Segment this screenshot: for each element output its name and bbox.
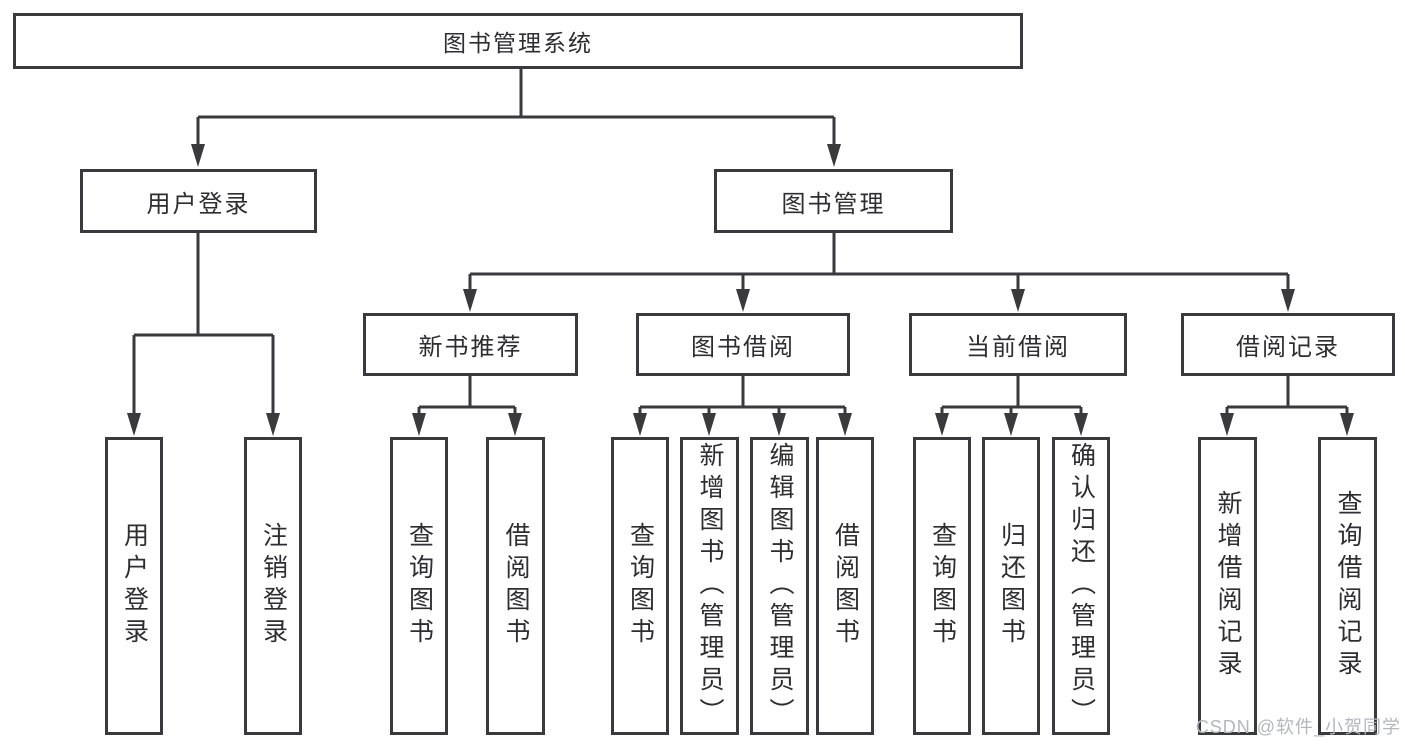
node-book-borrow: 图书借阅: [636, 313, 850, 376]
node-borrow-record-label: 借阅记录: [1236, 334, 1340, 361]
node-book-mgmt: 图书管理: [714, 169, 953, 233]
connector-currentborrow-to-leaves: [935, 376, 1088, 436]
leaf-cb-return-books-label: 归还图书: [997, 522, 1026, 650]
leaf-cb-query-books-label: 查询图书: [928, 522, 957, 650]
csdn-watermark: CSDN @软件_小贺同学: [1195, 717, 1401, 737]
leaf-rec-query-books-label: 查询图书: [405, 522, 434, 650]
leaf-bb-borrow-books: 借阅图书: [816, 437, 874, 735]
leaf-bb-edit-books: 编辑图书（管理员）: [750, 437, 809, 735]
node-new-book-rec: 新书推荐: [363, 313, 578, 376]
leaf-bb-add-books: 新增图书（管理员）: [680, 437, 739, 735]
leaf-bb-query-books-label: 查询图书: [626, 522, 655, 650]
leaf-br-add-record: 新增借阅记录: [1198, 437, 1257, 735]
leaf-user-login: 用户登录: [105, 437, 163, 735]
node-user-login: 用户登录: [80, 169, 317, 233]
leaf-br-query-record-label: 查询借阅记录: [1334, 490, 1362, 682]
node-book-borrow-label: 图书借阅: [691, 334, 795, 361]
leaf-bb-add-books-label: 新增图书（管理员）: [696, 442, 724, 730]
leaf-cb-confirm-return-label: 确认归还（管理员）: [1067, 442, 1096, 730]
leaf-bb-borrow-books-label: 借阅图书: [831, 522, 860, 650]
leaf-cb-confirm-return: 确认归还（管理员）: [1052, 437, 1110, 735]
connector-borrowrecord-to-leaves: [1220, 376, 1354, 436]
connector-newbookrec-to-leaves: [412, 376, 522, 436]
leaf-cb-return-books: 归还图书: [982, 437, 1040, 735]
leaf-logout-label: 注销登录: [259, 522, 288, 650]
connector-root-to-level2: [191, 69, 841, 167]
leaf-bb-edit-books-label: 编辑图书（管理员）: [766, 442, 794, 730]
leaf-rec-query-books: 查询图书: [390, 437, 448, 735]
node-root-label: 图书管理系统: [443, 30, 593, 56]
node-current-borrow: 当前借阅: [909, 313, 1127, 376]
leaf-logout: 注销登录: [244, 437, 302, 735]
leaf-br-query-record: 查询借阅记录: [1318, 437, 1377, 735]
connector-bookmgmt-to-level3: [463, 233, 1295, 312]
node-new-book-rec-label: 新书推荐: [418, 334, 523, 361]
node-borrow-record: 借阅记录: [1181, 313, 1395, 376]
node-book-mgmt-label: 图书管理: [781, 190, 886, 218]
node-current-borrow-label: 当前借阅: [966, 334, 1070, 361]
node-user-login-label: 用户登录: [146, 190, 251, 218]
connector-bookborrow-to-leaves: [633, 376, 852, 436]
leaf-bb-query-books: 查询图书: [611, 437, 669, 735]
node-root: 图书管理系统: [13, 13, 1023, 69]
connector-userlogin-to-leaves: [127, 233, 280, 436]
leaf-user-login-label: 用户登录: [120, 522, 149, 650]
leaf-rec-borrow-books-label: 借阅图书: [502, 522, 530, 650]
leaf-br-add-record-label: 新增借阅记录: [1214, 490, 1242, 682]
leaf-cb-query-books: 查询图书: [913, 437, 971, 735]
leaf-rec-borrow-books: 借阅图书: [486, 437, 545, 735]
